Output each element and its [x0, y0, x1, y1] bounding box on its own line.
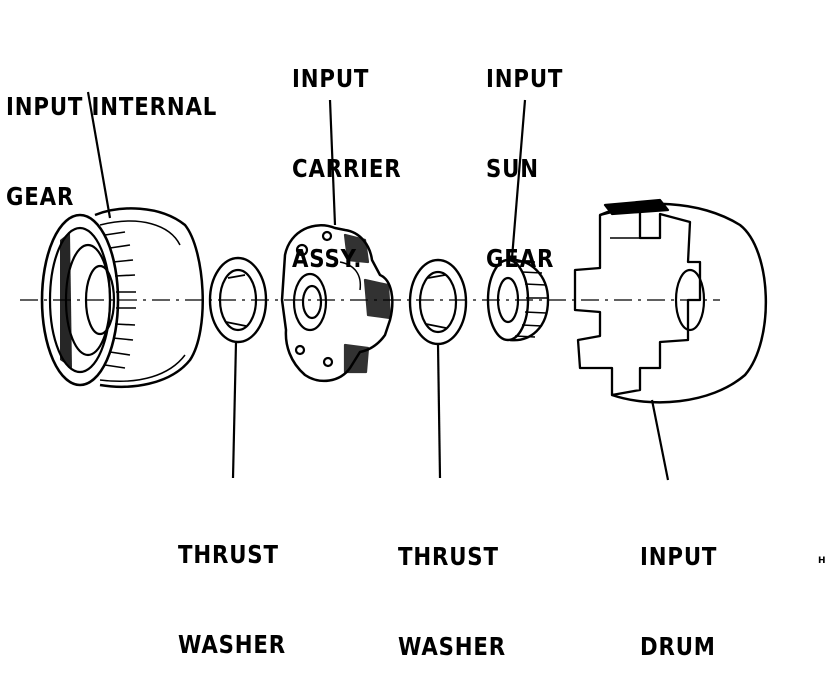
label-line: INPUT — [640, 542, 718, 571]
label-line: WASHER — [398, 632, 507, 661]
input-drum-part — [573, 198, 767, 404]
corner-mark: H — [818, 556, 826, 566]
leader-line-input-internal-gear — [86, 91, 112, 219]
label-line: THRUST — [398, 542, 499, 571]
label-line: CARRIER — [292, 154, 402, 183]
leader-line-input-sun-gear — [510, 99, 527, 259]
input-internal-gear-part — [40, 207, 204, 388]
label-input-drum: INPUT DRUM — [640, 482, 717, 692]
label-line: INPUT INTERNAL — [6, 92, 218, 121]
label-line: DRUM — [640, 632, 716, 661]
thrust-washer-2-part — [408, 258, 468, 346]
label-thrust-washer-2: THRUST WASHER — [398, 482, 506, 692]
leader-line-thrust-washer-2 — [436, 343, 442, 479]
leader-line-input-carrier — [328, 99, 337, 226]
label-line: GEAR — [6, 182, 75, 211]
label-line: THRUST — [178, 540, 279, 569]
label-line: ASSY. — [292, 244, 363, 273]
label-input-carrier-assy: INPUT CARRIER ASSY. — [292, 4, 402, 304]
label-line: INPUT — [292, 64, 370, 93]
exploded-view-drawing — [20, 91, 767, 481]
thrust-washer-1-part — [208, 256, 268, 344]
label-input-sun-gear: INPUT SUN GEAR — [486, 4, 563, 304]
label-line: SUN — [486, 154, 539, 183]
label-line: WASHER — [178, 630, 287, 659]
label-line: GEAR — [486, 244, 555, 273]
diagram-canvas: INPUT INTERNAL GEAR INPUT CARRIER ASSY. … — [6, 4, 826, 661]
input-sun-gear-part — [486, 258, 550, 342]
label-thrust-washer-1: THRUST WASHER — [178, 480, 286, 690]
input-carrier-assy-part — [280, 224, 394, 383]
label-line: INPUT — [486, 64, 564, 93]
label-input-internal-gear: INPUT INTERNAL GEAR — [6, 32, 217, 242]
leader-line-thrust-washer-1 — [231, 341, 238, 479]
leader-line-input-drum — [650, 399, 670, 481]
